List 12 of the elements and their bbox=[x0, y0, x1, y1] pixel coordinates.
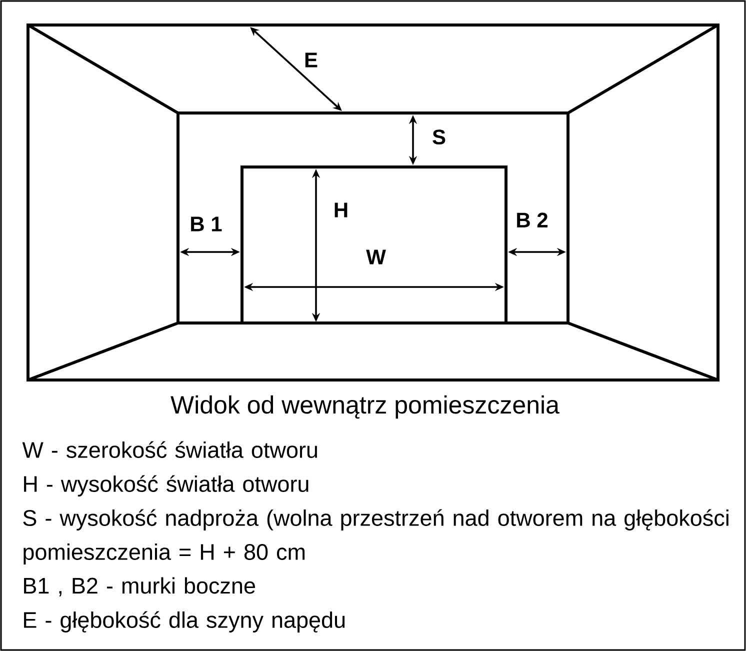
dimension-label: E bbox=[305, 52, 318, 68]
legend-note: S - wysokość nadproża (wolna przestrzeń nad otworem na głębokości pomieszczenia = H + 80 cm bbox=[23, 509, 728, 564]
dimension-label: S bbox=[432, 130, 446, 144]
legend-note: E - głębokość dla szyny napędu bbox=[24, 611, 345, 632]
legend-note: W - szerokość światła otworu bbox=[22, 441, 317, 458]
dimension-label: B 1 bbox=[191, 216, 222, 232]
dimension-label: B 2 bbox=[517, 212, 548, 228]
caption: Widok od wewnątrz pomieszczenia bbox=[170, 395, 560, 419]
legend-note: B1 , B2 - murki boczne bbox=[24, 577, 255, 596]
dimension-label: W bbox=[366, 250, 386, 264]
dimension-label: H bbox=[334, 202, 348, 218]
legend-note: H - wysokość światła otworu bbox=[24, 475, 308, 496]
